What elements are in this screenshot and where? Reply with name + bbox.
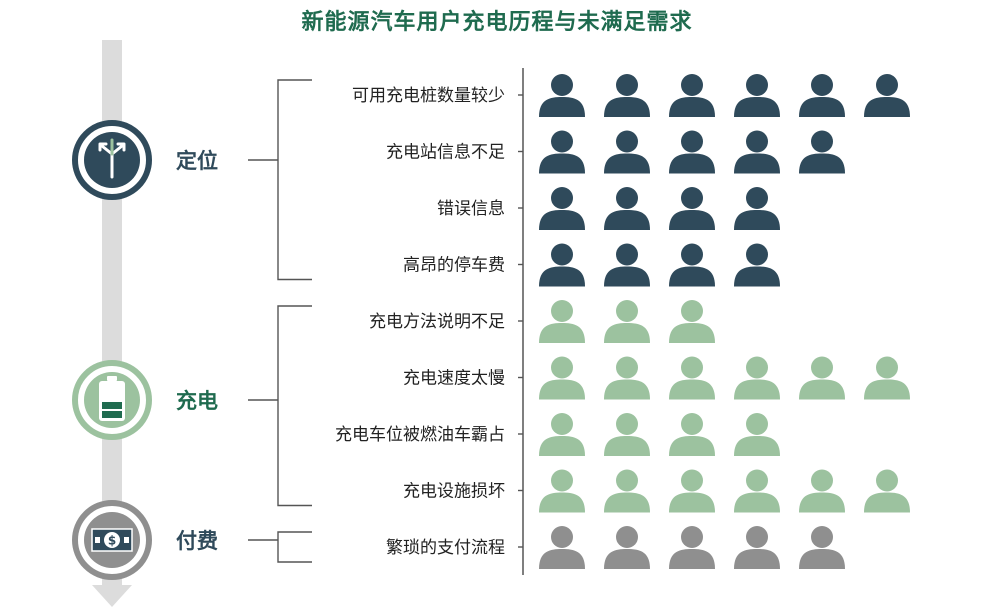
need-label: 充电方法说明不足 xyxy=(369,312,505,332)
person-icon xyxy=(539,74,585,117)
person-icon xyxy=(734,413,780,456)
stage-label: 定位 xyxy=(176,149,218,173)
stage-bracket xyxy=(248,305,312,507)
person-icon xyxy=(734,130,780,174)
person-icon xyxy=(799,469,845,513)
need-label: 错误信息 xyxy=(437,199,505,219)
need-label: 充电速度太慢 xyxy=(403,368,505,389)
person-icon xyxy=(734,469,780,513)
svg-text:$: $ xyxy=(108,534,116,548)
person-icon xyxy=(734,526,780,569)
person-icon xyxy=(539,243,585,287)
stage-label: 付费 xyxy=(176,529,218,553)
need-label: 高昂的停车费 xyxy=(403,256,505,276)
need-label: 可用充电桩数量较少 xyxy=(352,86,505,106)
person-icon xyxy=(799,356,845,400)
person-icon xyxy=(734,187,780,230)
person-icon xyxy=(799,74,845,117)
person-icon xyxy=(604,243,650,287)
person-icon xyxy=(669,130,715,174)
person-icon xyxy=(669,300,715,343)
person-icon xyxy=(669,356,715,400)
person-icon xyxy=(539,300,585,343)
journey-arrow-head xyxy=(92,585,132,607)
person-icon xyxy=(864,469,910,513)
need-label: 充电站信息不足 xyxy=(386,143,505,163)
person-icon xyxy=(539,187,585,230)
person-icon xyxy=(734,243,780,287)
stage-label: 充电 xyxy=(176,389,218,413)
person-icon xyxy=(539,469,585,513)
person-icon xyxy=(669,187,715,230)
person-icon xyxy=(604,356,650,400)
person-icon xyxy=(669,413,715,456)
stage-circle: $ xyxy=(72,500,152,580)
need-label: 充电车位被燃油车霸占 xyxy=(335,425,505,445)
person-icon xyxy=(604,413,650,456)
person-icon xyxy=(604,526,650,569)
dollar-bill-icon: $ xyxy=(91,528,133,552)
direction-arrows-icon xyxy=(98,138,126,179)
person-icon xyxy=(799,130,845,174)
person-icon xyxy=(864,74,910,117)
person-icon xyxy=(734,356,780,400)
battery-icon xyxy=(99,376,125,421)
stage-circle xyxy=(72,120,152,200)
person-icon xyxy=(539,526,585,569)
page-title: 新能源汽车用户充电历程与未满足需求 xyxy=(301,10,693,35)
person-icon xyxy=(734,74,780,117)
person-icon xyxy=(669,243,715,287)
person-icon xyxy=(864,356,910,400)
person-icon xyxy=(799,526,845,569)
need-label: 繁琐的支付流程 xyxy=(386,538,505,558)
person-icon xyxy=(539,413,585,456)
stage-bracket xyxy=(248,531,312,563)
stage-bracket xyxy=(248,79,312,281)
stage-circle xyxy=(72,360,152,440)
person-icon xyxy=(604,300,650,343)
person-icon xyxy=(669,469,715,513)
need-label: 充电设施损坏 xyxy=(403,482,505,502)
person-icon xyxy=(539,356,585,400)
person-icon xyxy=(669,74,715,117)
person-icon xyxy=(539,130,585,174)
person-icon xyxy=(604,130,650,174)
person-icon xyxy=(669,526,715,569)
person-icon xyxy=(604,469,650,513)
person-icon xyxy=(604,187,650,230)
person-icon xyxy=(604,74,650,117)
